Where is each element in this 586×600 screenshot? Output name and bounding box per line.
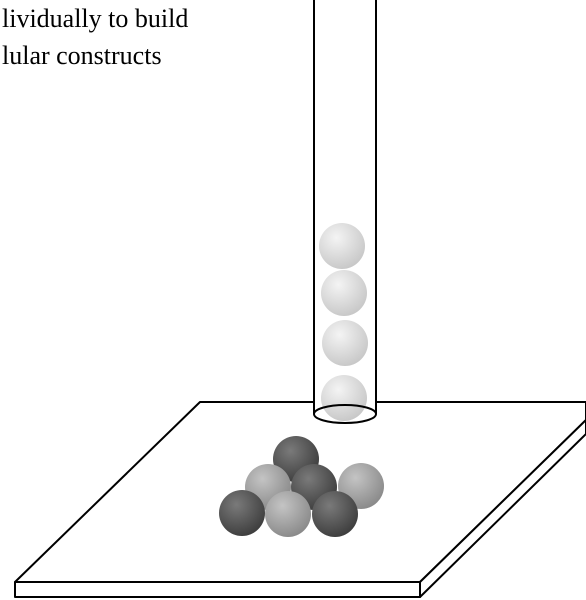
cell-sphere-dark [312, 491, 358, 537]
dispensing-nozzle [313, 0, 377, 424]
cell-sphere-dark [219, 490, 265, 536]
caption-line-2: lular constructs [2, 41, 162, 70]
cell-sphere-light [322, 320, 368, 366]
cell-sphere-light [321, 375, 367, 421]
cell-sphere-light [321, 270, 367, 316]
plate-front-edge [14, 581, 421, 598]
caption-line-1: lividually to build [2, 4, 189, 33]
plate-side-edge [419, 419, 586, 598]
deposited-cell-cluster [219, 436, 384, 537]
cell-sphere-mid [265, 491, 311, 537]
nozzle-tip [313, 404, 377, 424]
diagram-caption: lividually to build lular constructs [0, 0, 300, 74]
cell-sphere-light [319, 223, 365, 269]
